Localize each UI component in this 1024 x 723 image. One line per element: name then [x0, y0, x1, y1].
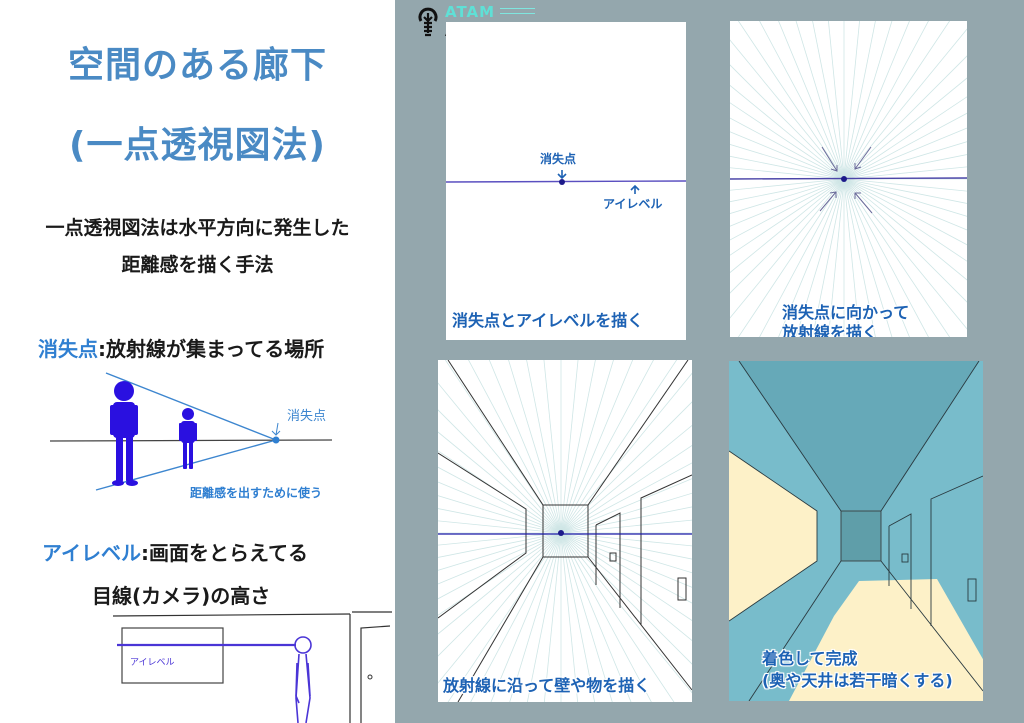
step-1-vanishing-point-label: 消失点 [540, 152, 577, 166]
vanishing-point-dot [559, 179, 565, 185]
step-4-caption-line-2: (奥や天井は若干暗くする) [762, 671, 953, 690]
vanishing-point-dot [272, 436, 280, 444]
back-wall [840, 510, 882, 562]
large-figure-icon [110, 381, 138, 486]
corridor-line-drawing [438, 360, 692, 702]
vanishing-point-text: :放射線が集まってる場所 [98, 337, 325, 361]
wall-light-patch [899, 616, 969, 701]
picture-frame [121, 627, 224, 684]
step-1-card: 消失点 アイレベル 消失点とアイレベルを描く [446, 22, 686, 340]
vanishing-point-dot [558, 530, 564, 536]
logo-subtext-lines [500, 8, 535, 14]
step-4-card: 着色して完成 (奥や天井は若干暗くする) [729, 361, 983, 701]
step-3-card: 放射線に沿って壁や物を描く [438, 360, 692, 702]
description-line-2: 距離感を描く手法 [121, 254, 274, 276]
door-knob-icon [367, 674, 373, 680]
vanishing-point-handwritten-label: 消失点 [287, 409, 326, 424]
page-subtitle: (一点透視図法) [69, 125, 326, 166]
eye-level-illustration: アイレベル [112, 611, 392, 723]
horizon-line [446, 180, 686, 183]
step-4-caption-line-1: 着色して完成 [762, 649, 858, 668]
eye-level-definition: アイレベル:画面をとらえてる [42, 537, 308, 566]
eye-level-text-1: :画面をとらえてる [141, 541, 308, 565]
ceiling [739, 361, 979, 511]
eye-level-handwritten-label: アイレベル [130, 658, 175, 668]
distance-caption: 距離感を出すために使う [190, 485, 322, 500]
radial-lines [730, 21, 967, 337]
converging-arrows-icon [819, 146, 873, 214]
arrow-up-icon [630, 184, 640, 194]
horizon-line [730, 177, 967, 180]
left-panel: 空間のある廊下 (一点透視図法) 一点透視図法は水平方向に発生した 距離感を描く… [0, 0, 395, 723]
vanishing-point-diagram: 消失点 距離感を出すために使う [40, 365, 380, 510]
people-perspective-illustration: 消失点 距離感を出すために使う [49, 372, 333, 500]
step-2-caption-line-2: 放射線を描く [782, 323, 879, 337]
left-light-patch [729, 451, 817, 621]
step-3-caption: 放射線に沿って壁や物を描く [443, 676, 651, 695]
eye-level-diagram: アイレベル [100, 608, 395, 723]
step-2-card: 消失点に向かって 放射線を描く [730, 21, 967, 337]
small-figure-icon [179, 408, 197, 469]
vanishing-point-dot [841, 176, 847, 182]
step-2-caption-line-1: 消失点に向かって [782, 303, 910, 322]
step-1-caption: 消失点とアイレベルを描く [452, 311, 644, 330]
step-1-eye-level-label: アイレベル [603, 197, 663, 211]
eye-level-term: アイレベル [42, 541, 141, 565]
description-line-1: 一点透視図法は水平方向に発生した [45, 217, 350, 239]
logo-atam: ATAM [445, 3, 496, 21]
standing-person-icon [294, 636, 312, 723]
door-outline [360, 625, 391, 723]
colored-corridor-illustration [729, 361, 983, 701]
radial-lines [438, 360, 692, 702]
lightbulb-icon [418, 7, 438, 37]
page-title: 空間のある廊下 [67, 45, 327, 86]
vanishing-point-definition: 消失点:放射線が集まってる場所 [38, 333, 324, 362]
vanishing-point-term: 消失点 [38, 337, 98, 361]
arrow-down-icon [557, 170, 567, 180]
eye-level-text-2: 目線(カメラ)の高さ [92, 584, 271, 608]
